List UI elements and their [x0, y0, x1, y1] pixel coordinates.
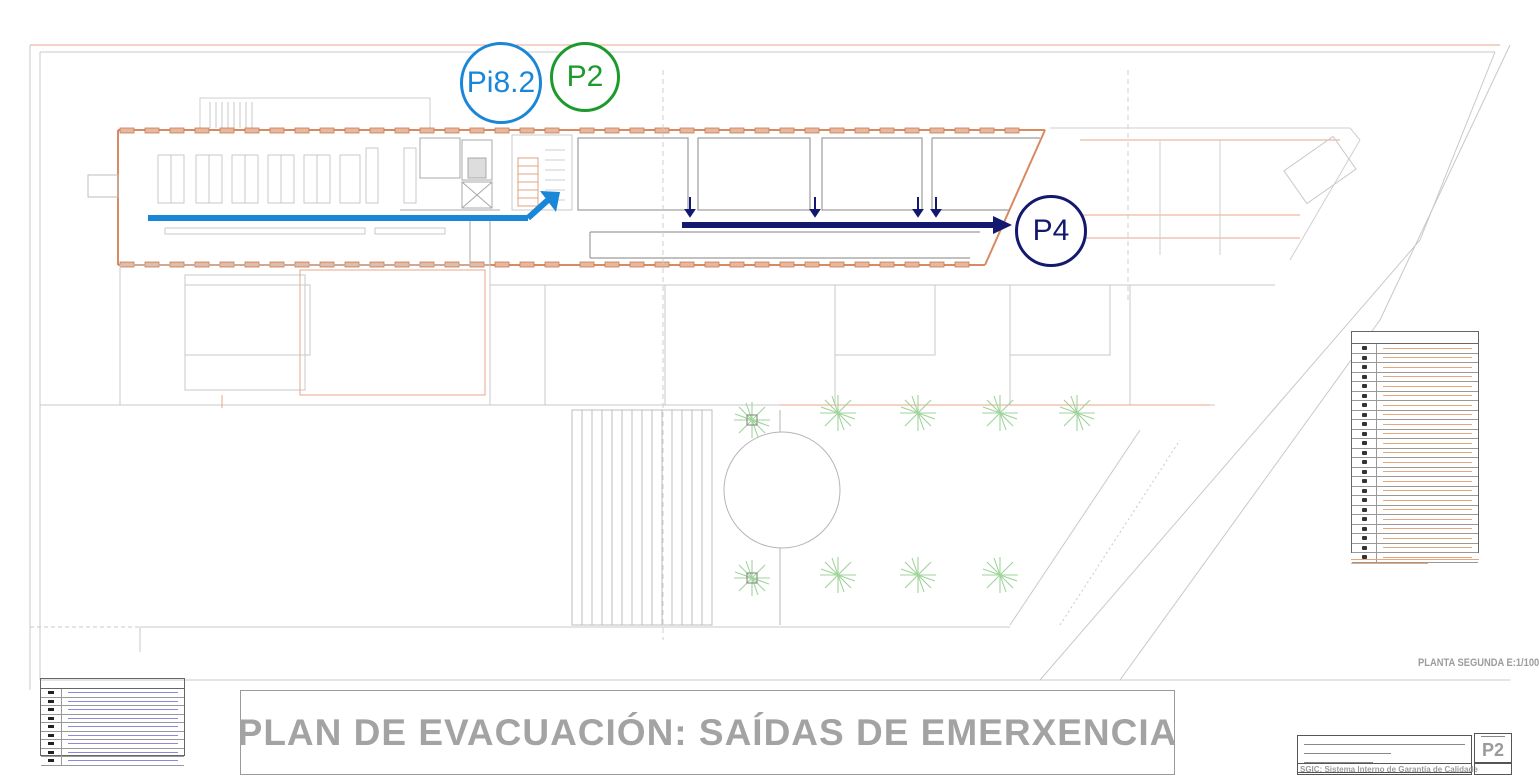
round-plaza — [723, 410, 841, 625]
building-walls — [117, 129, 1046, 266]
stairs-north — [209, 102, 253, 128]
legend-emergency-header — [41, 679, 184, 689]
wall-piers-top — [119, 127, 1020, 134]
marker-p4: P4 — [1015, 195, 1087, 267]
lower-structure — [40, 264, 1275, 408]
evac-route-navy — [682, 197, 1012, 234]
axis-lines — [662, 70, 1129, 640]
evac-route-blue — [148, 191, 560, 221]
sgic-footer: SGIC: Sistema Interno de Garantía de Cal… — [1297, 763, 1478, 775]
title-block-info — [1297, 735, 1472, 773]
terrace-lines — [120, 97, 1361, 261]
main-stair — [511, 134, 573, 211]
plan-number: P2 — [1481, 740, 1505, 760]
landscape-diagonals — [1009, 135, 1357, 626]
service-core — [400, 137, 500, 265]
marker-p4-label: P4 — [1032, 214, 1070, 247]
scale-label: PLANTA SEGUNDA E:1/100 — [1418, 657, 1539, 669]
plan-number-box: P2 — [1474, 733, 1512, 763]
west-entry — [87, 174, 119, 198]
legend-conventions-header — [1352, 332, 1478, 344]
legend-emergency — [40, 678, 185, 766]
legend-conventions-note — [1351, 556, 1479, 566]
east-rooms — [577, 137, 1040, 259]
marker-p2-label: P2 — [566, 60, 604, 93]
marker-pi8-2: Pi8.2 — [460, 42, 542, 124]
marker-p2: P2 — [550, 42, 620, 112]
classroom-desks — [157, 147, 446, 235]
plan-title-box: PLAN DE EVACUACIÓN: SAÍDAS DE EMERXENCIA — [237, 690, 1178, 775]
grand-stairs — [571, 409, 713, 626]
date-cell — [1474, 763, 1512, 775]
legend-conventions — [1351, 331, 1479, 563]
marker-pi8-2-label: Pi8.2 — [466, 66, 536, 99]
site-outline — [29, 44, 1511, 690]
plan-title: PLAN DE EVACUACIÓN: SAÍDAS DE EMERXENCIA — [237, 711, 1178, 753]
palm-trees — [734, 395, 1095, 596]
